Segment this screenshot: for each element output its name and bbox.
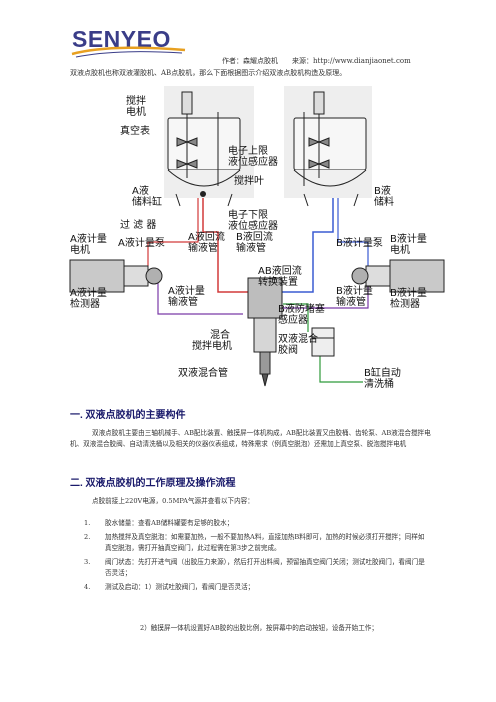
stir-blades-b [308,137,330,169]
svg-text:B液计量检测器: B液计量检测器 [390,286,427,310]
svg-text:A液储料缸: A液储料缸 [132,184,162,208]
a-metering-motor [69,259,163,293]
label-anti-block-2: 感应器 [278,313,308,326]
section1-title: 一. 双液点胶机的主要构件 [70,410,186,421]
label-upper-sensor-2: 液位感应器 [228,155,278,168]
label-mix-tube: 双液混合管 [178,366,228,379]
list-item: 1.胶水储量：查看AB储料罐要有足够的胶水； [84,519,234,527]
label-ab-return-1: AB液回流 [258,264,302,277]
label-b-feed-1: B液计量 [336,284,373,297]
label-b-return-2: 输液管 [236,241,266,254]
label-a-pump: A液计量泵 [118,236,165,249]
label-clean-bucket-1: B缸自动 [364,366,401,379]
pipe-b-return [337,198,369,266]
pipe-clean-return [319,352,363,383]
pipe-a-meter [157,282,243,315]
steps-list: 1.胶水储量：查看AB储料罐要有足够的胶水； 2.加热搅拌及真空脱泡：如需要加热… [70,518,450,596]
list-item: 3.阀门状态：先打开进气阀（出胶压力来源），然后打开出料阀，预留抽真空阀门关闭；… [84,558,425,577]
label-b-motor-1: B液计量 [390,232,427,245]
label-stir-motor-2: 电机 [126,105,146,118]
pipe-clean [283,303,309,332]
list-item: 2.加热搅拌及真空脱泡：如需要加热，一般不要加热A料，直接加热B料即可，加热的时… [84,533,425,552]
svg-text:B液回流输液管: B液回流输液管 [236,230,273,254]
svg-text:B缸自动清洗桶: B缸自动清洗桶 [364,366,401,390]
section1-body: 双液点胶机主要由三轴机械手、AB配比装置、触摸屏一体机构成，AB配比装置又由胶桶… [70,429,431,448]
intro-text: 双液点胶机也称双液灌胶机、AB点胶机，那么下面根据图示介绍双液点胶机构造及原理。 [70,69,347,77]
label-a-feed-1: A液计量 [168,284,205,297]
author-line: 作者：森耀点胶机 来源：http://www.dianjiaonet.com [222,57,411,65]
label-a-detector-1: A液计量 [70,286,107,299]
company-logo: SENYEO [70,20,188,58]
label-anti-block-1: B液防堵塞 [278,302,325,315]
label-vacuum-gauge: 真空表 [120,124,150,137]
label-mix-motor-2: 搅拌电机 [192,339,232,352]
label-filter: 过 滤 器 [120,218,156,231]
label-stir-blade: 搅拌叶 [234,174,264,187]
step4-note: 2）触摸屏一体机设置好AB胶的出胶比例，按屏幕中的启动按钮，设备开始工作； [140,624,378,632]
svg-text:A液计量电机: A液计量电机 [70,232,107,256]
label-b-detector-1: B液计量 [390,286,427,299]
label-a-detector-2: 检测器 [70,297,100,310]
pipe-b-meter [283,282,369,309]
svg-text:B液储料: B液储料 [374,184,394,208]
label-stir-motor-1: 搅拌 [126,94,146,107]
stir-blades-a [176,137,198,169]
label-a-motor-1: A液计量 [70,232,107,245]
svg-text:B液计量电机: B液计量电机 [390,232,427,256]
svg-text:A液计量输液管: A液计量输液管 [168,284,205,308]
label-dual-glue-2: 胶阀 [278,343,298,356]
tank-b [293,91,367,207]
svg-text:B液计量输液管: B液计量输液管 [336,284,373,308]
pipe-a-return [147,198,199,266]
tank-a [167,91,241,207]
label-tank-a-2: 储料缸 [132,195,162,208]
pipe-a-feed [202,198,248,293]
svg-text:电子下限液位感应器: 电子下限液位感应器 [228,208,278,232]
label-b-motor-2: 电机 [390,243,410,256]
label-lower-sensor-1: 电子下限 [228,208,268,221]
svg-text:AB液回流转换装置: AB液回流转换装置 [258,264,302,288]
logo-swoosh-icon [71,46,186,58]
list-item: 4.测试及启动：1）测试吐胶阀门，看阀门是否灵活； [84,583,255,591]
label-dual-glue-1: 双液混合 [278,332,318,345]
label-a-motor-2: 电机 [70,243,90,256]
label-upper-sensor-1: 电子上限 [228,144,268,157]
svg-text:B液防堵塞感应器: B液防堵塞感应器 [278,302,325,326]
section2-intro: 点胶前接上220V电源，0.5MPA气源并查看以下内容： [92,497,254,505]
clean-bucket [311,327,335,357]
svg-text:搅拌电机: 搅拌电机 [126,94,146,118]
label-clean-bucket-2: 清洗桶 [364,377,394,390]
section2-title: 二. 双液点胶机的工作原理及操作流程 [70,478,236,489]
svg-text:A液回流输液管: A液回流输液管 [188,230,225,254]
b-metering-motor [351,259,445,293]
label-a-feed-2: 输液管 [168,295,198,308]
label-a-return-2: 输液管 [188,241,218,254]
label-tank-a-1: A液 [132,184,149,197]
svg-text:双液混合胶阀: 双液混合胶阀 [278,332,318,356]
svg-text:A液计量检测器: A液计量检测器 [70,286,107,310]
diagram-labels: 搅拌电机 真空表 电子上限液位感应器 搅拌叶 A液储料缸 B液储料 过 滤 器 … [70,94,427,390]
label-b-feed-2: 输液管 [336,295,366,308]
pipe-b-feed [278,198,334,293]
svg-text:电子上限液位感应器: 电子上限液位感应器 [228,144,278,168]
dual-glue-valve [247,277,283,387]
label-mix-motor-1: 混合 [210,328,230,341]
label-tank-b-2: 储料 [374,195,394,208]
label-b-detector-2: 检测器 [390,297,420,310]
machine-schematic: 搅拌电机 真空表 电子上限液位感应器 搅拌叶 A液储料缸 B液储料 过 滤 器 … [69,86,445,390]
label-tank-b-1: B液 [374,184,391,197]
label-lower-sensor-2: 液位感应器 [228,219,278,232]
svg-text:混合搅拌电机: 混合搅拌电机 [192,328,232,352]
label-b-pump: B液计量泵 [336,236,383,249]
label-a-return-1: A液回流 [188,230,225,243]
label-b-return-1: B液回流 [236,230,273,243]
label-ab-return-2: 转换装置 [258,275,298,288]
